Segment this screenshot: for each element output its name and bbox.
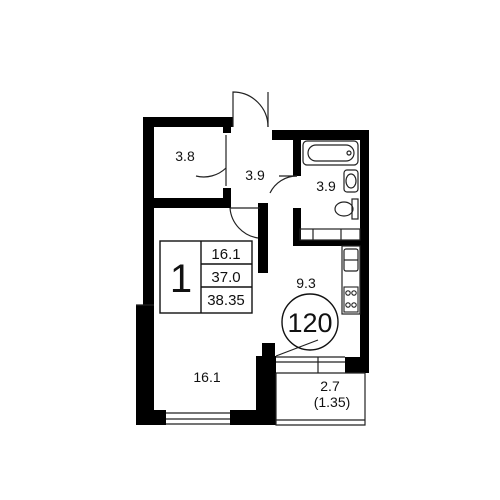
bathtub-icon [302, 140, 359, 166]
apartment-number: 120 [287, 308, 332, 338]
wall-storage-bottom [143, 198, 231, 208]
wall-top-storage [143, 117, 233, 127]
sink-icon [343, 169, 359, 193]
kitchen-counter [299, 228, 361, 315]
summary-table [159, 240, 253, 314]
area-balcony: 2.7 [320, 378, 340, 394]
area-bathroom: 3.9 [316, 178, 336, 194]
area-kitchen: 9.3 [296, 275, 316, 291]
living-area: 16.1 [211, 246, 240, 263]
toilet-icon [334, 198, 359, 220]
total-area: 37.0 [211, 269, 240, 286]
bathroom-door [269, 175, 298, 194]
wall-bottom-mid [230, 410, 276, 425]
wall-storage-right-top [223, 117, 231, 133]
thin-lines [136, 91, 366, 426]
balcony-outline [275, 373, 366, 426]
wall-bath-bottom [293, 240, 365, 246]
area-balcony-reduced: (1.35) [314, 394, 351, 410]
apartment-number-badge [281, 293, 339, 351]
entry-door [232, 91, 269, 128]
summary-frame [159, 240, 253, 314]
wall-bath-left-top [293, 130, 301, 176]
area-storage: 3.8 [175, 148, 195, 164]
area-hall: 3.9 [245, 167, 265, 183]
storage-door [195, 167, 227, 178]
total-area-with-balcony: 38.35 [207, 292, 245, 309]
stove-icon [343, 286, 359, 313]
wall-top-bath [292, 130, 365, 140]
wall-partition-block [256, 356, 276, 425]
wall-bottom-left [136, 410, 166, 425]
wall-balcony-corner [345, 357, 369, 373]
living-door [229, 207, 259, 239]
bath-cabinet [299, 228, 361, 241]
area-living-room: 16.1 [193, 369, 220, 385]
wall-right [360, 130, 369, 370]
wall-top-hall [272, 130, 302, 140]
wall-left [143, 117, 154, 425]
wall-partition-upper [258, 203, 268, 273]
wall-bath-left-bottom [293, 208, 301, 246]
kitchen-worktop [341, 245, 361, 315]
wall-left-lower [136, 305, 154, 425]
walls [136, 117, 369, 425]
rooms-count: 1 [170, 257, 192, 301]
